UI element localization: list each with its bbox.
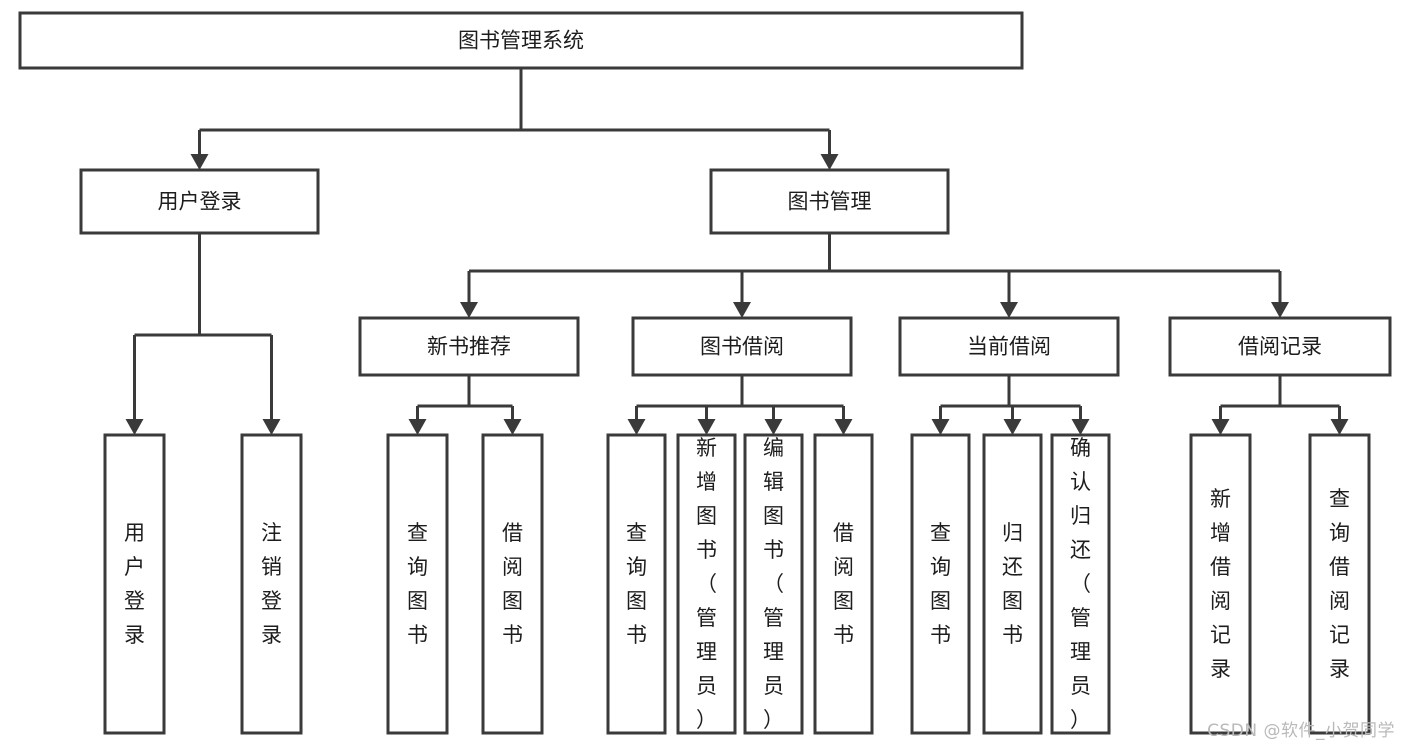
node-label-user-logout: 注销登录 — [261, 521, 282, 647]
node-records-query[interactable]: 查询借阅记录 — [1308, 433, 1371, 735]
node-box-borrow-add-book — [676, 433, 737, 735]
node-borrow-lend-book[interactable]: 借阅图书 — [813, 433, 874, 735]
node-current-return-book[interactable]: 归还图书 — [982, 433, 1043, 735]
node-user-login-do[interactable]: 用户登录 — [103, 433, 166, 735]
arrow-head — [834, 419, 853, 435]
node-borrow-records[interactable]: 借阅记录 — [1168, 316, 1392, 377]
node-box-new-book-recommend — [358, 316, 580, 377]
node-current-query-book[interactable]: 查询图书 — [910, 433, 971, 735]
arrow-head — [1330, 419, 1349, 435]
node-box-current-return-book — [982, 433, 1043, 735]
node-box-borrow-query-book — [606, 433, 667, 735]
node-label-recommend-borrow-book: 借阅图书 — [502, 521, 523, 647]
connectors-layer — [125, 68, 1349, 435]
watermark-text: CSDN @软件_小贺同学 — [1207, 721, 1395, 741]
arrow-head — [503, 419, 522, 435]
node-box-records-add — [1189, 433, 1252, 735]
node-borrow-add-book[interactable]: 新增图书（管理员） — [676, 433, 737, 735]
node-label-borrow-add-book: 新增图书（管理员） — [696, 436, 717, 732]
node-box-root — [18, 11, 1024, 70]
node-recommend-borrow-book[interactable]: 借阅图书 — [481, 433, 544, 735]
node-label-borrow-query-book: 查询图书 — [626, 521, 647, 647]
node-recommend-query-book[interactable]: 查询图书 — [386, 433, 449, 735]
node-new-book-recommend[interactable]: 新书推荐 — [358, 316, 580, 377]
arrow-head — [1211, 419, 1230, 435]
arrow-head — [1071, 419, 1090, 435]
arrow-head — [1003, 419, 1022, 435]
node-root[interactable]: 图书管理系统 — [18, 11, 1024, 70]
node-book-borrow[interactable]: 图书借阅 — [631, 316, 853, 377]
node-label-recommend-query-book: 查询图书 — [407, 521, 428, 647]
node-borrow-query-book[interactable]: 查询图书 — [606, 433, 667, 735]
node-box-user-logout — [240, 433, 303, 735]
node-label-current-return-book: 归还图书 — [1002, 521, 1023, 647]
arrow-head — [820, 154, 839, 170]
arrow-head — [125, 419, 144, 435]
node-label-current-confirm-return: 确认归还（管理员） — [1070, 436, 1091, 732]
node-label-records-add: 新增借阅记录 — [1210, 487, 1231, 681]
node-label-user-login-do: 用户登录 — [124, 521, 145, 647]
arrow-head — [262, 419, 281, 435]
node-current-confirm-return[interactable]: 确认归还（管理员） — [1050, 433, 1111, 735]
arrow-head — [190, 154, 209, 170]
node-label-current-query-book: 查询图书 — [930, 521, 951, 647]
node-box-current-query-book — [910, 433, 971, 735]
node-box-records-query — [1308, 433, 1371, 735]
node-label-book-borrow: 图书借阅 — [700, 335, 784, 359]
node-book-manage[interactable]: 图书管理 — [709, 168, 950, 235]
node-label-borrow-edit-book: 编辑图书（管理员） — [763, 436, 784, 732]
node-user-logout[interactable]: 注销登录 — [240, 433, 303, 735]
nodes-layer: 图书管理系统用户登录用户登录注销登录图书管理新书推荐查询图书借阅图书图书借阅查询… — [18, 11, 1392, 735]
node-label-records-query: 查询借阅记录 — [1329, 487, 1350, 681]
node-borrow-edit-book[interactable]: 编辑图书（管理员） — [743, 433, 804, 735]
node-label-user-login: 用户登录 — [158, 190, 242, 214]
node-box-recommend-query-book — [386, 433, 449, 735]
arrow-head — [1000, 302, 1018, 318]
node-box-current-confirm-return — [1050, 433, 1111, 735]
node-current-borrow[interactable]: 当前借阅 — [898, 316, 1120, 377]
node-label-book-manage: 图书管理 — [788, 190, 872, 214]
arrow-head — [627, 419, 646, 435]
node-records-add[interactable]: 新增借阅记录 — [1189, 433, 1252, 735]
arrow-head — [1271, 302, 1289, 318]
node-box-user-login-do — [103, 433, 166, 735]
node-label-new-book-recommend: 新书推荐 — [427, 335, 511, 359]
node-box-recommend-borrow-book — [481, 433, 544, 735]
arrow-head — [733, 302, 751, 318]
node-box-book-manage — [709, 168, 950, 235]
node-box-book-borrow — [631, 316, 853, 377]
arrow-head — [460, 302, 478, 318]
node-label-current-borrow: 当前借阅 — [967, 335, 1051, 359]
node-box-current-borrow — [898, 316, 1120, 377]
arrow-head — [931, 419, 950, 435]
arrow-head — [697, 419, 716, 435]
node-label-root: 图书管理系统 — [458, 29, 584, 53]
node-label-borrow-records: 借阅记录 — [1238, 335, 1322, 359]
arrow-head — [408, 419, 427, 435]
node-user-login[interactable]: 用户登录 — [79, 168, 320, 235]
arrow-head — [764, 419, 783, 435]
node-box-user-login — [79, 168, 320, 235]
node-label-borrow-lend-book: 借阅图书 — [833, 521, 854, 647]
node-box-borrow-edit-book — [743, 433, 804, 735]
node-box-borrow-lend-book — [813, 433, 874, 735]
node-box-borrow-records — [1168, 316, 1392, 377]
